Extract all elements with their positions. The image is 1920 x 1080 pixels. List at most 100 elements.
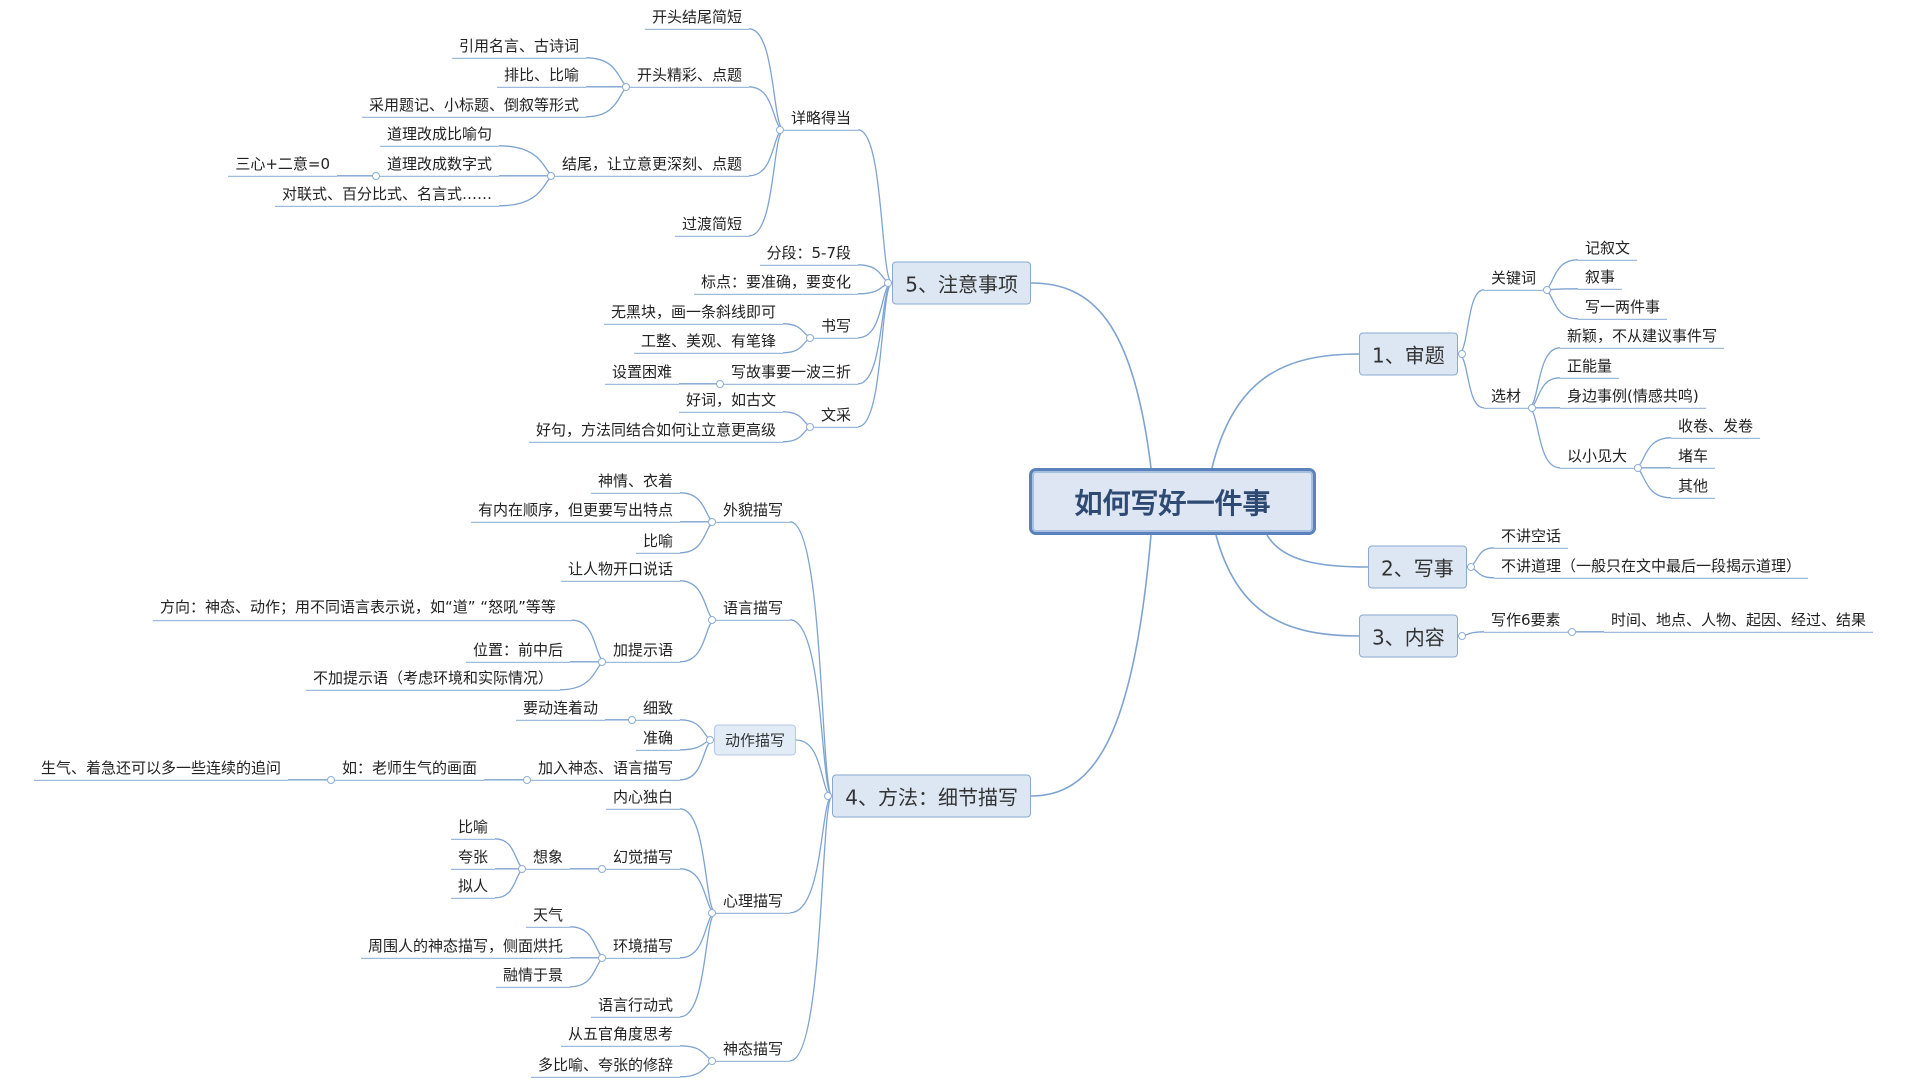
collapse-toggle-icon[interactable]	[546, 171, 555, 180]
collapse-toggle-icon[interactable]	[707, 517, 716, 526]
subtopic[interactable]: 想象	[525, 848, 570, 870]
subtopic[interactable]: 书写	[813, 317, 858, 339]
collapse-toggle-icon[interactable]	[805, 422, 814, 431]
main-topic[interactable]: 2、写事	[1368, 545, 1467, 589]
subtopic[interactable]: 开头精彩、点题	[629, 66, 749, 88]
subtopic[interactable]: 神态描写	[715, 1040, 790, 1062]
collapse-toggle-icon[interactable]	[805, 333, 814, 342]
subtopic[interactable]: 环境描写	[605, 937, 680, 959]
subtopic[interactable]: 融情于景	[495, 966, 570, 988]
subtopic[interactable]: 要动连着动	[515, 699, 605, 721]
collapse-toggle-icon[interactable]	[824, 792, 833, 800]
collapse-toggle-icon[interactable]	[1567, 627, 1576, 636]
subtopic[interactable]: 身边事例(情感共鸣)	[1560, 387, 1706, 409]
subtopic[interactable]: 过渡简短	[674, 215, 749, 237]
collapse-toggle-icon[interactable]	[517, 864, 526, 873]
subtopic[interactable]: 心理描写	[715, 892, 790, 914]
subtopic[interactable]: 加入神态、语言描写	[530, 759, 680, 781]
subtopic[interactable]: 写故事要一波三折	[723, 363, 858, 385]
subtopic[interactable]: 准确	[635, 729, 680, 751]
subtopic[interactable]: 正能量	[1560, 357, 1620, 379]
subtopic[interactable]: 选材	[1484, 387, 1529, 409]
subtopic[interactable]: 设置困难	[604, 363, 679, 385]
subtopic[interactable]: 幻觉描写	[605, 848, 680, 870]
subtopic[interactable]: 生气、着急还可以多一些连续的追问	[33, 759, 288, 781]
collapse-toggle-icon[interactable]	[597, 864, 606, 873]
subtopic[interactable]: 拟人	[450, 877, 495, 899]
subtopic[interactable]: 让人物开口说话	[560, 560, 680, 582]
subtopic[interactable]: 位置：前中后	[465, 641, 570, 663]
collapse-toggle-icon[interactable]	[1466, 563, 1475, 571]
subtopic[interactable]: 外貌描写	[715, 501, 790, 523]
collapse-toggle-icon[interactable]	[884, 279, 893, 287]
subtopic[interactable]: 引用名言、古诗词	[451, 37, 586, 59]
collapse-toggle-icon[interactable]	[1457, 350, 1466, 358]
subtopic[interactable]: 三心+二意=0	[228, 155, 337, 177]
subtopic[interactable]: 内心独白	[605, 788, 680, 810]
subtopic[interactable]: 结尾，让立意更深刻、点题	[554, 155, 749, 177]
subtopic[interactable]: 无黑块，画一条斜线即可	[603, 303, 783, 325]
main-topic[interactable]: 4、方法：细节描写	[832, 774, 1031, 818]
subtopic[interactable]: 语言行动式	[590, 996, 680, 1018]
collapse-toggle-icon[interactable]	[522, 775, 531, 784]
main-topic[interactable]: 1、审题	[1359, 332, 1458, 376]
subtopic[interactable]: 如：老师生气的画面	[334, 759, 484, 781]
subtopic[interactable]: 从五官角度思考	[560, 1025, 680, 1047]
collapse-toggle-icon[interactable]	[1634, 463, 1643, 472]
subtopic[interactable]: 比喻	[635, 532, 680, 554]
subtopic[interactable]: 以小见大	[1560, 447, 1635, 469]
subtopic[interactable]: 天气	[525, 906, 570, 928]
subtopic[interactable]: 细致	[635, 699, 680, 721]
subtopic[interactable]: 写一两件事	[1578, 298, 1668, 320]
subtopic[interactable]: 写作6要素	[1484, 611, 1568, 633]
subtopic[interactable]: 好句，方法同结合如何让立意更高级	[528, 421, 783, 443]
collapse-toggle-icon[interactable]	[371, 171, 380, 180]
subtopic[interactable]: 开头结尾简短	[644, 8, 749, 30]
collapse-toggle-icon[interactable]	[1457, 632, 1466, 640]
subtopic[interactable]: 加提示语	[605, 641, 680, 663]
subtopic[interactable]: 周围人的神态描写，侧面烘托	[360, 937, 570, 959]
subtopic[interactable]: 关键词	[1484, 269, 1544, 291]
collapse-toggle-icon[interactable]	[1528, 403, 1537, 412]
collapse-toggle-icon[interactable]	[627, 715, 636, 724]
subtopic[interactable]: 分段：5-7段	[759, 244, 858, 266]
collapse-toggle-icon[interactable]	[1543, 285, 1552, 294]
collapse-toggle-icon[interactable]	[715, 379, 724, 388]
subtopic[interactable]: 排比、比喻	[496, 66, 586, 88]
subtopic[interactable]: 夸张	[450, 848, 495, 870]
subtopic[interactable]: 神情、衣着	[590, 472, 680, 494]
collapse-toggle-icon[interactable]	[621, 82, 630, 91]
subtopic[interactable]: 其他	[1671, 477, 1716, 499]
collapse-toggle-icon[interactable]	[775, 125, 784, 134]
main-topic[interactable]: 5、注意事项	[892, 261, 1031, 305]
collapse-toggle-icon[interactable]	[707, 908, 716, 917]
subtopic[interactable]: 比喻	[450, 818, 495, 840]
main-topic[interactable]: 3、内容	[1359, 614, 1458, 658]
collapse-toggle-icon[interactable]	[326, 775, 335, 784]
collapse-toggle-icon[interactable]	[707, 1056, 716, 1065]
subtopic[interactable]: 记叙文	[1578, 239, 1638, 261]
collapse-toggle-icon[interactable]	[597, 657, 606, 666]
collapse-toggle-icon[interactable]	[707, 615, 716, 624]
subtopic[interactable]: 对联式、百分比式、名言式……	[274, 185, 499, 207]
subtopic[interactable]: 采用题记、小标题、倒叙等形式	[361, 96, 586, 118]
subtopic[interactable]: 标点：要准确，要变化	[693, 273, 858, 295]
subtopic[interactable]: 语言描写	[715, 599, 790, 621]
central-topic[interactable]: 如何写好一件事	[1029, 468, 1316, 535]
collapse-toggle-icon[interactable]	[597, 953, 606, 962]
subtopic[interactable]: 叙事	[1578, 268, 1623, 290]
subtopic[interactable]: 道理改成比喻句	[379, 125, 499, 147]
subtopic[interactable]: 不加提示语（考虑环境和实际情况）	[305, 669, 560, 691]
subtopic-highlighted[interactable]: 动作描写	[713, 724, 796, 756]
subtopic[interactable]: 新颖，不从建议事件写	[1560, 327, 1725, 349]
subtopic[interactable]: 不讲空话	[1494, 527, 1569, 549]
subtopic[interactable]: 多比喻、夸张的修辞	[530, 1056, 680, 1078]
subtopic[interactable]: 详略得当	[783, 109, 858, 131]
subtopic[interactable]: 文采	[813, 406, 858, 428]
subtopic[interactable]: 工整、美观、有笔锋	[633, 332, 783, 354]
collapse-toggle-icon[interactable]	[705, 736, 714, 744]
subtopic[interactable]: 道理改成数字式	[379, 155, 499, 177]
subtopic[interactable]: 堵车	[1671, 447, 1716, 469]
subtopic[interactable]: 不讲道理（一般只在文中最后一段揭示道理）	[1494, 557, 1809, 579]
subtopic[interactable]: 收卷、发卷	[1671, 417, 1761, 439]
